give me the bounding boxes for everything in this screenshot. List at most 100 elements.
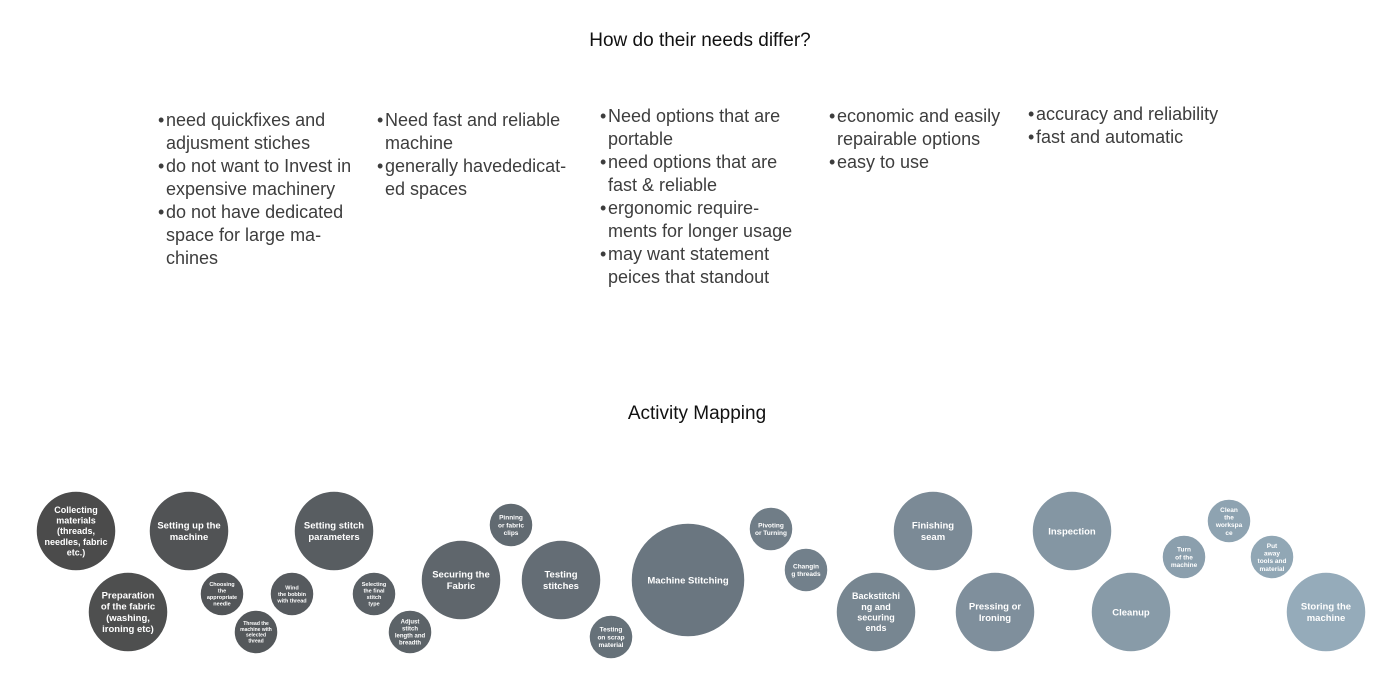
activity-bubble-circle [835,571,917,653]
needs-item-text: fast and automatic [1036,127,1184,147]
activity-bubble-circle [233,609,279,655]
activity-bubble-circle [1285,571,1367,653]
activity-bubble-circle [87,571,169,653]
needs-item: •ergonomic require- ments for longer usa… [600,197,815,243]
activity-mapping-title: Activity Mapping [627,403,767,424]
needs-item: •economic and easily repairable options [829,105,1029,151]
bullet-marker: • [600,152,607,172]
needs-item-text: need quickfixes and adjusment stiches [166,110,326,153]
activity-bubble-circle [148,490,230,572]
bullet-marker: • [829,152,836,172]
activity-bubble-circle [588,614,634,660]
needs-title: How do their needs differ? [589,30,811,51]
needs-item-text: Need fast and reliable machine [385,110,561,153]
bullet-marker: • [1028,104,1035,124]
activity-bubble-circle [420,539,502,621]
activity-bubble-circle [1031,490,1113,572]
needs-item-text: need options that are fast & reliable [608,152,778,195]
activity-bubble: Inspection [1031,490,1113,572]
activity-bubble-circle [1090,571,1172,653]
needs-item-text: Need options that are portable [608,106,781,149]
needs-item: •Need fast and reliable machine [377,109,592,155]
activity-bubble-label: Cleanup [1112,607,1150,618]
activity-bubble-circle [1161,534,1207,580]
activity-bubble-circle [748,506,794,552]
activity-bubble-circle [293,490,375,572]
needs-item: •may want statement peices that standout [600,243,815,289]
activity-bubble: Cleanup [1090,571,1172,653]
needs-column-3: •Need options that are portable•need opt… [600,105,815,289]
activity-bubble-circle [1206,498,1252,544]
bullet-marker: • [158,156,165,176]
needs-column-2: •Need fast and reliable machine•generall… [377,109,592,201]
activity-bubble-circle [35,490,117,572]
needs-item-text: easy to use [837,152,930,172]
needs-item-text: may want statement peices that standout [608,244,770,287]
activity-bubble-circle [488,502,534,548]
needs-item-text: generally havededicat- ed spaces [385,156,567,199]
activity-bubble-circle [954,571,1036,653]
activity-bubble-circle [520,539,602,621]
needs-item: •easy to use [829,151,1029,174]
bullet-marker: • [377,110,384,130]
bullet-marker: • [600,106,607,126]
needs-item: •generally havededicat- ed spaces [377,155,592,201]
needs-item-text: economic and easily repairable options [837,106,1001,149]
bullet-marker: • [158,110,165,130]
needs-item: •need quickfixes and adjusment stiches [158,109,373,155]
needs-column-4: •economic and easily repairable options•… [829,105,1029,174]
needs-item-text: do not have dedicated space for large ma… [166,202,344,268]
needs-item-text: ergonomic require- ments for longer usag… [608,198,793,241]
needs-item: •Need options that are portable [600,105,815,151]
activity-bubble-circle [351,571,397,617]
activity-bubble-circle [783,547,829,593]
activity-bubble: Machine Stitching [630,522,746,638]
needs-column-5: •accuracy and reliability•fast and autom… [1028,103,1243,149]
needs-item-text: do not want to Invest in expensive machi… [166,156,352,199]
bullet-marker: • [600,198,607,218]
activity-bubble-circle [892,490,974,572]
bullet-marker: • [829,106,836,126]
bullet-marker: • [1028,127,1035,147]
activity-bubble-label: Machine Stitching [647,575,728,586]
needs-item: •do not have dedicated space for large m… [158,201,373,270]
activity-bubble-circle [199,571,245,617]
